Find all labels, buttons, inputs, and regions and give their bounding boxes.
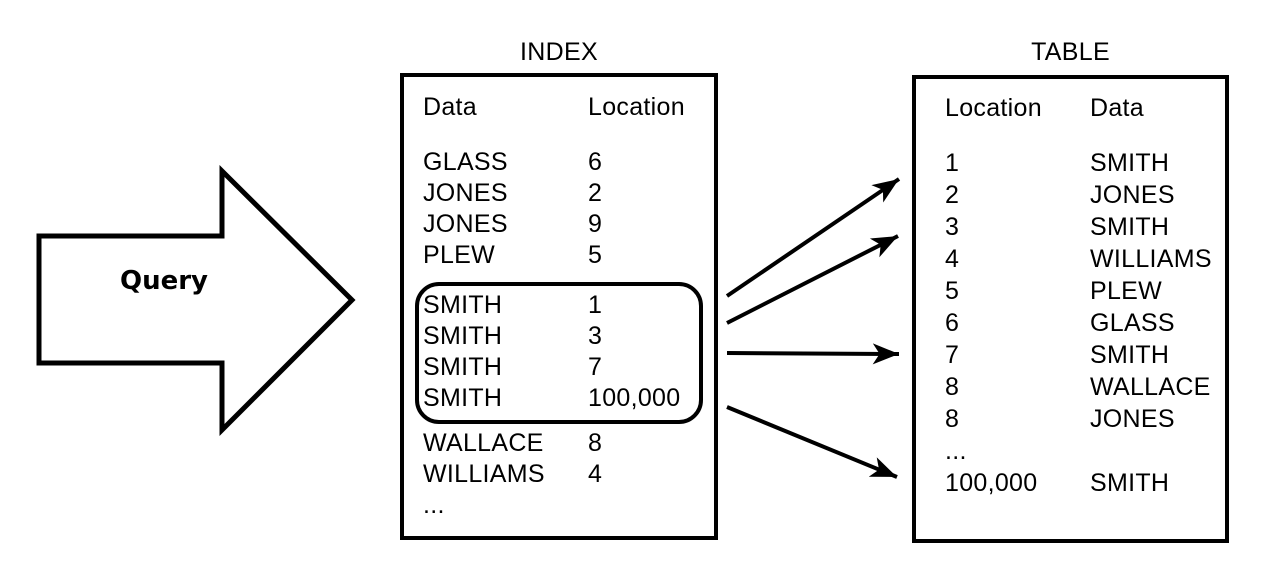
index-to-table-arrow (726, 405, 898, 479)
row-cell: ... (423, 491, 445, 519)
table-row: 4 WILLIAMS (945, 243, 1212, 275)
row-cell: 9 (588, 210, 603, 238)
table-row: 7 SMITH (945, 339, 1212, 371)
row-cell: SMITH (423, 353, 503, 381)
table-row: 3 SMITH (945, 211, 1212, 243)
table-row: 2 JONES (945, 179, 1212, 211)
table-row: 5 PLEW (945, 275, 1212, 307)
row-cell: JONES (1090, 180, 1175, 209)
table-row: SMITH 1 (423, 290, 680, 321)
row-cell: 8 (945, 404, 960, 433)
row-cell: 3 (945, 212, 960, 241)
row-cell: 6 (588, 148, 603, 176)
link-arrows-group (725, 177, 901, 479)
query-arrow-shape (36, 164, 356, 437)
row-cell: 100,000 (945, 468, 1038, 497)
index-col-header-location: Location (588, 93, 685, 121)
table-header-row: Location Data (945, 92, 1144, 124)
table-row: ... (423, 490, 602, 521)
table-col-header-location: Location (945, 93, 1042, 122)
table-row: 8 JONES (945, 403, 1212, 435)
smith-group-outline (415, 282, 703, 424)
row-cell: 5 (588, 241, 603, 269)
table-row: WALLACE 8 (423, 428, 602, 459)
row-cell: 100,000 (588, 384, 681, 412)
index-title: INDEX (520, 38, 598, 66)
row-cell: PLEW (1090, 276, 1163, 305)
table-row: Data Location (423, 92, 685, 123)
row-cell: PLEW (423, 241, 496, 269)
table-row: JONES 2 (423, 178, 602, 209)
index-box (400, 73, 718, 540)
row-cell: 1 (588, 291, 603, 319)
table-title: TABLE (1031, 38, 1110, 66)
row-cell: SMITH (1090, 340, 1170, 369)
table-row: 100,000 SMITH (945, 467, 1212, 499)
table-row: WILLIAMS 4 (423, 459, 602, 490)
row-cell: WALLACE (1090, 372, 1211, 401)
row-cell: 4 (588, 460, 603, 488)
row-cell: 6 (945, 308, 960, 337)
row-cell: WILLIAMS (1090, 244, 1212, 273)
row-cell: 4 (945, 244, 960, 273)
table-col-header-data: Data (1090, 93, 1145, 122)
index-to-table-arrow (726, 343, 900, 365)
row-cell: JONES (1090, 404, 1175, 433)
table-row: ... (945, 435, 1212, 467)
table-row: Location Data (945, 92, 1144, 124)
row-cell: 5 (945, 276, 960, 305)
query-label: Query (119, 266, 209, 296)
row-cell: SMITH (1090, 212, 1170, 241)
table-row: 8 WALLACE (945, 371, 1212, 403)
row-cell: WILLIAMS (423, 460, 545, 488)
table-row: 6 GLASS (945, 307, 1212, 339)
row-cell: SMITH (423, 322, 503, 350)
row-cell: ... (945, 436, 967, 465)
table-row: SMITH 7 (423, 352, 680, 383)
row-cell: 2 (588, 179, 603, 207)
row-cell: 1 (945, 148, 960, 177)
row-cell: WALLACE (423, 429, 544, 457)
table-box (912, 75, 1229, 543)
row-cell: SMITH (423, 384, 503, 412)
row-cell: 3 (588, 322, 603, 350)
table-row: JONES 9 (423, 209, 602, 240)
row-cell: SMITH (1090, 148, 1170, 177)
row-cell: 7 (945, 340, 960, 369)
row-cell: 2 (945, 180, 960, 209)
table-row: 1 SMITH (945, 147, 1212, 179)
row-cell: SMITH (423, 291, 503, 319)
index-to-table-arrow (726, 234, 899, 325)
table-row: SMITH 3 (423, 321, 680, 352)
index-to-table-arrow (725, 177, 901, 298)
index-col-header-data: Data (423, 93, 478, 121)
table-row: SMITH 100,000 (423, 383, 680, 414)
row-cell: GLASS (423, 148, 508, 176)
row-cell: 7 (588, 353, 603, 381)
row-cell: JONES (423, 179, 508, 207)
row-cell: GLASS (1090, 308, 1175, 337)
row-cell: SMITH (1090, 468, 1170, 497)
index-header-row: Data Location (423, 92, 685, 123)
table-row: PLEW 5 (423, 240, 602, 271)
row-cell: 8 (588, 429, 603, 457)
table-row: GLASS 6 (423, 147, 602, 178)
row-cell: JONES (423, 210, 508, 238)
row-cell: 8 (945, 372, 960, 401)
